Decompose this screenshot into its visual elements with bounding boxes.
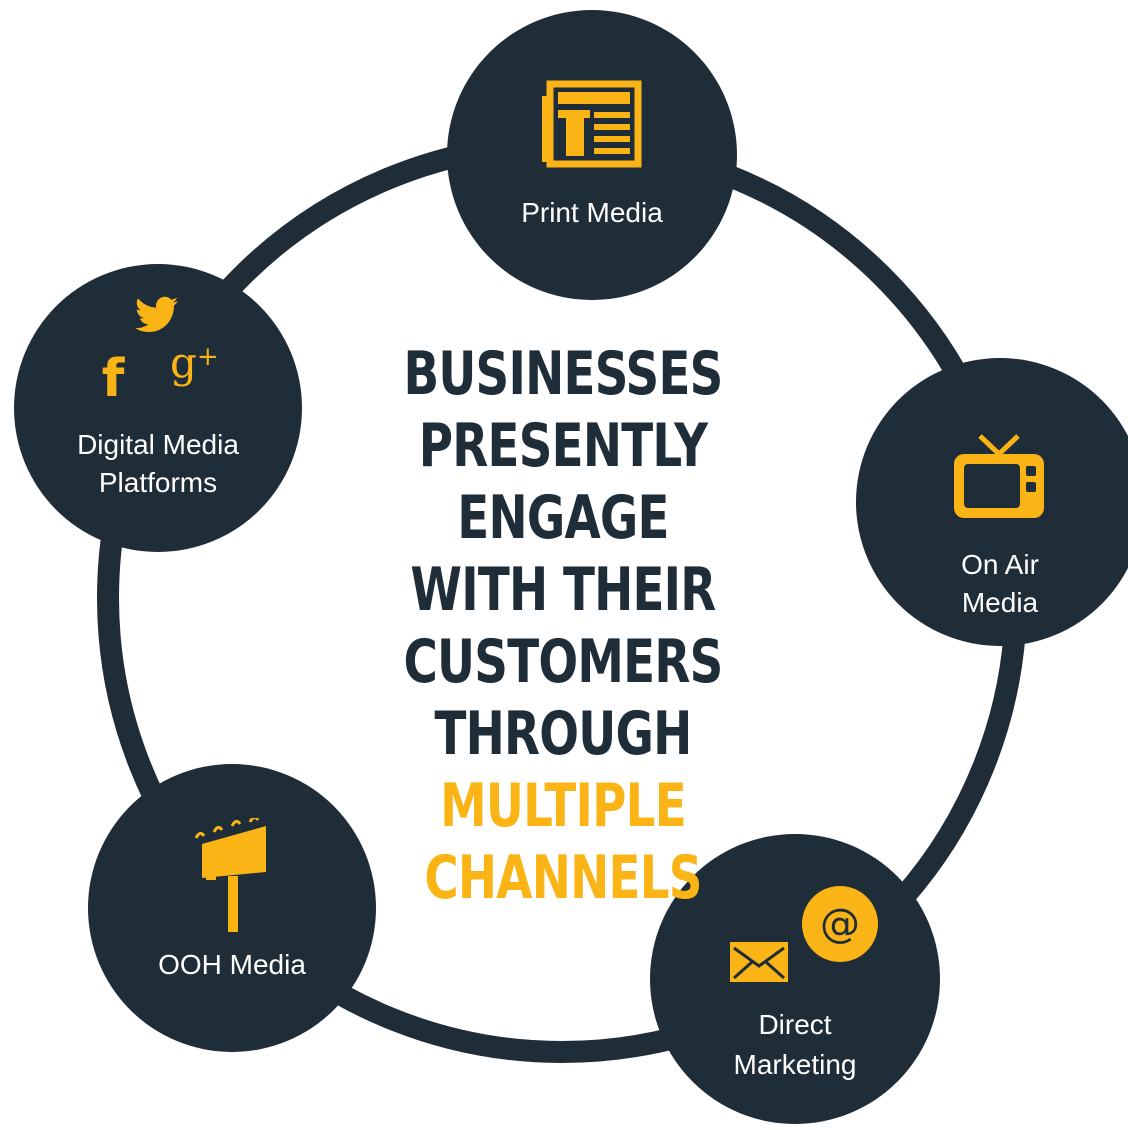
- google-plus-icon: g+: [170, 336, 230, 390]
- digital-media-label-line2: Platforms: [98, 467, 218, 498]
- headline-line-3: WITH THEIR: [410, 555, 716, 625]
- on-air-label-line1: On Air: [961, 549, 1039, 580]
- at-sign-icon: @: [802, 886, 878, 962]
- direct-marketing-label-line1: Direct: [758, 1009, 832, 1040]
- print-media-label: Print Media: [521, 197, 663, 228]
- central-headline: BUSINESSES PRESENTLY ENGAGE WITH THEIR C…: [311, 338, 815, 914]
- billboard-icon: [194, 818, 266, 932]
- headline-accent-line-2: CHANNELS: [424, 843, 702, 913]
- headline-line-1: BUSINESSES: [403, 339, 723, 409]
- node-ooh-media: OOH Media: [88, 764, 376, 1052]
- google-plus-g: g: [170, 338, 197, 387]
- newspaper-icon: [542, 80, 642, 168]
- digital-media-label-line1: Digital Media: [77, 429, 239, 460]
- headline-accent-line-1: MULTIPLE: [440, 771, 687, 841]
- headline-line-4: CUSTOMERS THROUGH: [403, 627, 723, 769]
- google-plus-sign: +: [196, 342, 219, 372]
- facebook-icon: f: [98, 352, 128, 406]
- node-digital-media: f g+ Digital Media Platforms: [14, 264, 302, 552]
- facebook-glyph: f: [101, 349, 125, 409]
- twitter-icon: [135, 296, 178, 332]
- on-air-label-line2: Media: [961, 587, 1039, 618]
- at-sign-glyph: @: [820, 901, 860, 947]
- node-on-air-media: On Air Media: [856, 358, 1128, 646]
- headline-line-2: PRESENTLY ENGAGE: [418, 411, 708, 553]
- tv-icon: [954, 434, 1044, 518]
- node-direct-marketing: @ Direct Marketing: [650, 834, 940, 1124]
- node-print-media: Print Media: [447, 10, 737, 300]
- envelope-icon: [730, 942, 788, 982]
- ooh-media-label: OOH Media: [158, 949, 306, 980]
- direct-marketing-label-line2: Marketing: [733, 1049, 857, 1080]
